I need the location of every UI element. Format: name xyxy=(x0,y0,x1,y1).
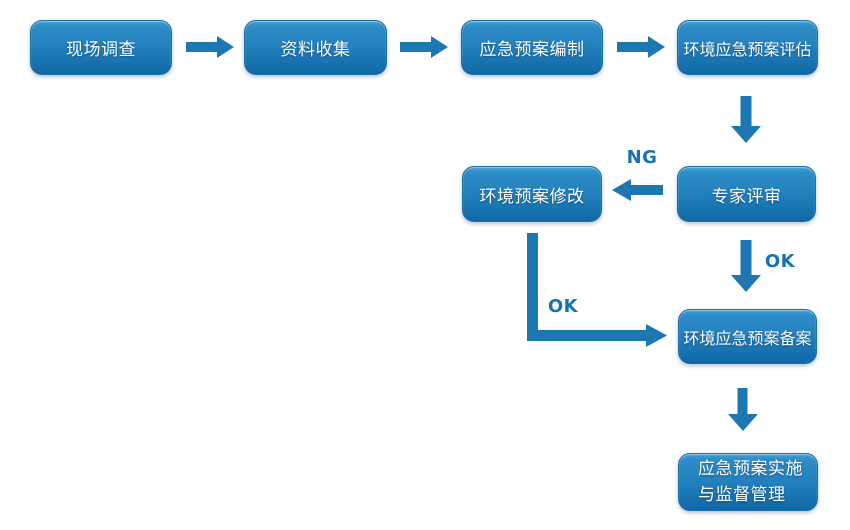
node-data-collection: 资料收集 xyxy=(244,20,387,75)
arrow-filing-to-implementation-icon xyxy=(728,388,758,431)
arrow-survey-to-collection-icon xyxy=(186,36,234,58)
node-plan-filing: 环境应急预案备案 xyxy=(678,309,817,364)
arrow-review-to-revision-icon xyxy=(612,179,663,201)
node-label: 现场调查 xyxy=(66,40,136,60)
arrow-evaluation-to-review-icon xyxy=(731,96,761,143)
arrow-revision-to-filing-icon xyxy=(527,233,667,347)
node-plan-evaluation: 环境应急预案评估 xyxy=(677,20,818,75)
node-label: 环境应急预案评估 xyxy=(683,39,812,59)
node-label: 应急预案编制 xyxy=(479,40,585,60)
arrow-review-to-filing-icon xyxy=(731,240,761,292)
edge-label-ok-review-to-filing: OK xyxy=(764,251,796,272)
arrow-compilation-to-evaluation-icon xyxy=(617,36,665,58)
node-label: 环境应急预案备案 xyxy=(683,328,812,348)
node-label: 环境预案修改 xyxy=(479,186,585,207)
node-plan-compilation: 应急预案编制 xyxy=(461,20,603,75)
edge-label-ok-revision-to-filing: OK xyxy=(547,296,579,317)
node-label: 资料收集 xyxy=(280,40,351,60)
arrow-collection-to-compilation-icon xyxy=(400,36,448,58)
node-label: 专家评审 xyxy=(711,186,782,207)
node-expert-review: 专家评审 xyxy=(677,166,816,222)
node-plan-revision: 环境预案修改 xyxy=(462,166,602,222)
node-site-survey: 现场调查 xyxy=(30,20,172,75)
node-label-line1: 应急预案实施 xyxy=(698,459,803,479)
node-label-line2: 与监督管理 xyxy=(698,485,786,505)
edge-label-ng: NG xyxy=(626,147,658,168)
node-implementation-supervision: 应急预案实施 与监督管理 xyxy=(678,453,818,511)
